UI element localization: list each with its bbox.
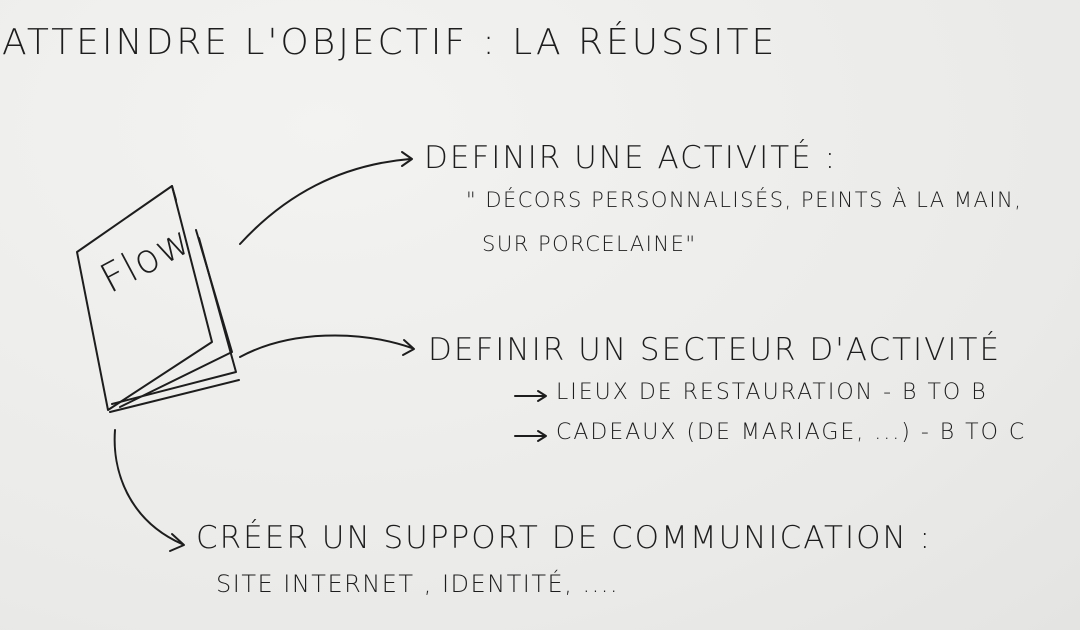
arrow-to-communication-head (169, 533, 185, 552)
sector-item-1: LIEUX DE RESTAURATION - B TO B (556, 380, 988, 405)
sector-item-2: CADEAUX (DE MARIAGE, ...) - B TO C (556, 420, 1027, 445)
sub-arrow-1-head (537, 390, 547, 402)
arrow-to-sector (239, 334, 413, 358)
activity-quote-line2: SUR PORCELAINE" (482, 232, 697, 256)
book-drawing (76, 185, 240, 413)
sketch-title: ATTEINDRE L'OBJECTIF : LA RÉUSSITE (2, 22, 778, 63)
arrow-to-activity (239, 158, 411, 245)
sector-heading: DEFINIR UN SECTEUR D'ACTIVITÉ (428, 332, 1002, 368)
activity-quote-line1: " DÉCORS PERSONNALISÉS, PEINTS À LA MAIN… (466, 188, 1023, 212)
activity-heading: DEFINIR UNE ACTIVITÉ : (424, 140, 838, 176)
arrow-to-communication (113, 429, 183, 545)
book-page-edge-2 (111, 237, 237, 405)
arrow-to-activity-head (401, 151, 413, 167)
communication-heading: CRÉER UN SUPPORT DE COMMUNICATION : (196, 520, 933, 556)
communication-detail: SITE INTERNET , IDENTITÉ, .... (216, 570, 619, 598)
book-front-cover (76, 185, 213, 411)
arrow-to-sector-head (402, 339, 415, 356)
sub-arrow-2-head (537, 430, 547, 442)
book-page-edge-3 (109, 379, 240, 413)
